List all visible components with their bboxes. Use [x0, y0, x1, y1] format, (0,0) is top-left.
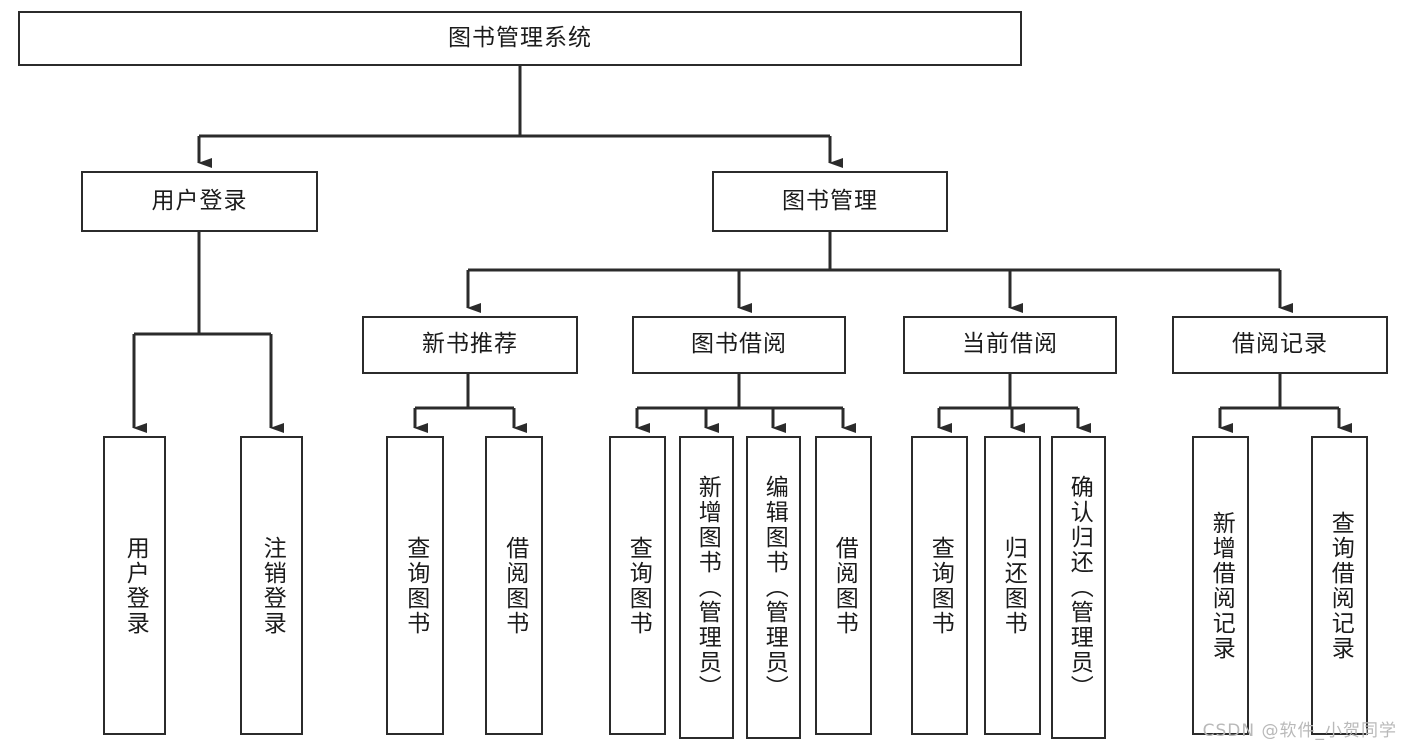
node-new-book-recommendation[interactable]: 新书推荐	[362, 316, 578, 374]
leaf-borrow-books-rec[interactable]: 借阅图书	[485, 436, 543, 735]
leaf-query-books-rec[interactable]: 查询图书	[386, 436, 444, 735]
node-current-borrowing[interactable]: 当前借阅	[903, 316, 1117, 374]
leaf-user-login[interactable]: 用户登录	[103, 436, 166, 735]
leaf-query-books-borrow[interactable]: 查询图书	[609, 436, 666, 735]
node-book-borrowing[interactable]: 图书借阅	[632, 316, 846, 374]
node-root[interactable]: 图书管理系统	[18, 11, 1022, 66]
node-user-login[interactable]: 用户登录	[81, 171, 318, 232]
leaf-query-books-current[interactable]: 查询图书	[911, 436, 968, 735]
leaf-return-book[interactable]: 归还图书	[984, 436, 1041, 735]
leaf-add-borrow-record[interactable]: 新增借阅记录	[1192, 436, 1249, 735]
leaf-add-book-admin[interactable]: 新增图书（管理员）	[679, 436, 734, 739]
leaf-edit-book-admin[interactable]: 编辑图书（管理员）	[746, 436, 801, 739]
node-book-management[interactable]: 图书管理	[712, 171, 948, 232]
leaf-confirm-return-admin[interactable]: 确认归还（管理员）	[1051, 436, 1106, 739]
leaf-borrow-book[interactable]: 借阅图书	[815, 436, 872, 735]
leaf-logout[interactable]: 注销登录	[240, 436, 303, 735]
node-borrow-records[interactable]: 借阅记录	[1172, 316, 1388, 374]
leaf-query-borrow-record[interactable]: 查询借阅记录	[1311, 436, 1368, 735]
